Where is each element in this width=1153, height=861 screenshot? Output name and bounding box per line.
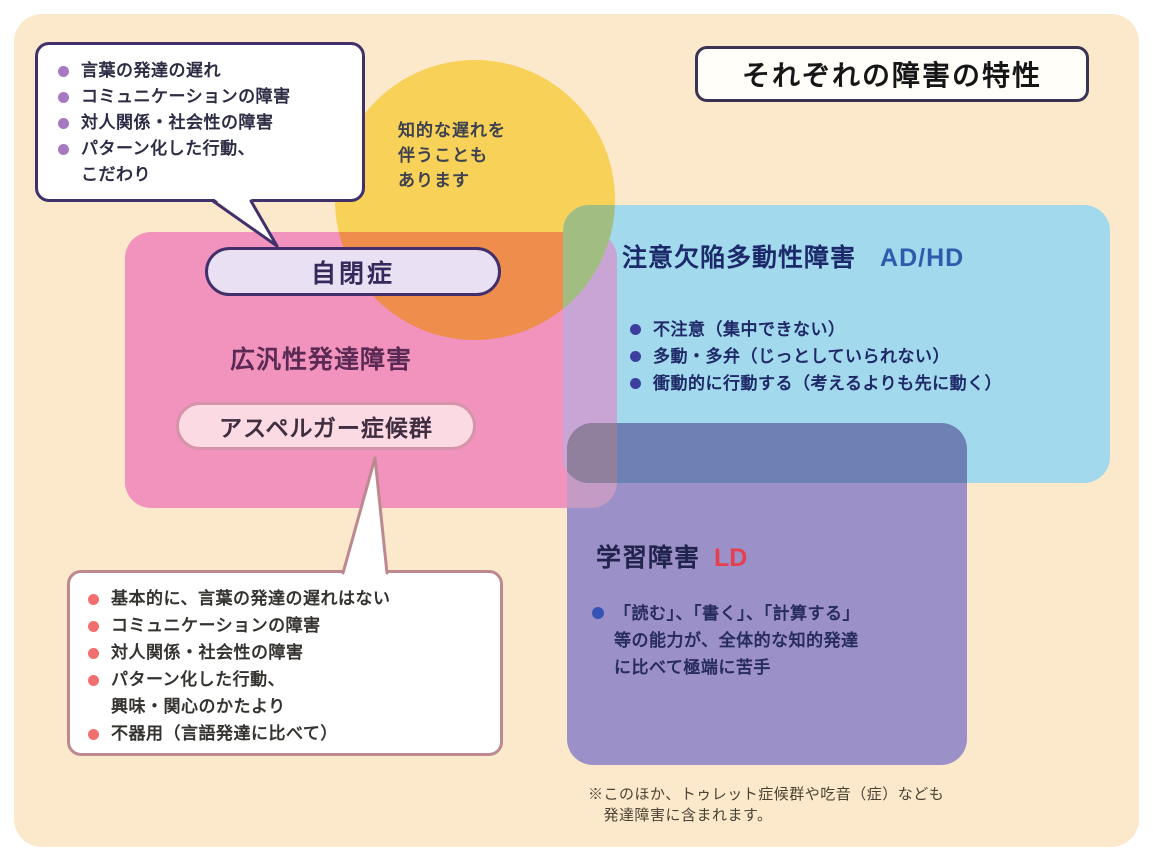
list-item: コミュニケーションの障害 — [48, 84, 352, 110]
autism-pill: 自閉症 — [205, 247, 501, 296]
asperger-characteristics-bubble: 基本的に、言葉の発達の遅れはない コミュニケーションの障害 対人関係・社会性の障… — [67, 570, 503, 756]
bullet-dot-icon — [630, 351, 641, 362]
bullet-dot-icon — [88, 594, 99, 605]
overlap-pdd-adhd-ld — [567, 423, 617, 483]
pdd-region-label: 広汎性発達障害 — [230, 346, 413, 374]
bullet-dot-icon — [58, 144, 69, 155]
bullet-dot-icon — [592, 607, 604, 619]
list-item-text: 多動・多弁（じっとしていられない） — [653, 347, 950, 366]
bullet-dot-icon — [58, 118, 69, 129]
list-item: 「読む」、「書く」、「計算する」 等の能力が、全体的な知的発達 に比べて極端に苦… — [592, 600, 992, 681]
list-item: 不器用（言語発達に比べて） — [78, 720, 492, 747]
list-item-text: 不器用（言語発達に比べて） — [111, 724, 338, 743]
list-item: 不注意（集中できない） — [620, 316, 1002, 343]
adhd-title-en: AD/HD — [880, 244, 965, 272]
bullet-dot-icon — [630, 378, 641, 389]
list-item-text: コミュニケーションの障害 — [111, 616, 321, 635]
intellectual-delay-note: 知的な遅れを 伴うことも あります — [398, 121, 506, 190]
page-title: それぞれの障害の特性 — [695, 46, 1089, 102]
autism-characteristics-bubble: 言葉の発達の遅れ コミュニケーションの障害 対人関係・社会性の障害 パターン化し… — [35, 42, 365, 202]
bullet-dot-icon — [58, 92, 69, 103]
list-item-text: パターン化した行動、 こだわり — [81, 139, 256, 184]
bullet-dot-icon — [58, 66, 69, 77]
bullet-dot-icon — [630, 324, 641, 335]
overlap-adhd-ld — [567, 423, 967, 483]
bullet-dot-icon — [88, 621, 99, 632]
list-item-text: 言葉の発達の遅れ — [81, 61, 221, 80]
list-item-text: 「読む」、「書く」、「計算する」 等の能力が、全体的な知的発達 に比べて極端に苦… — [614, 604, 860, 677]
list-item: 対人関係・社会性の障害 — [48, 110, 352, 136]
list-item-text: 対人関係・社会性の障害 — [111, 643, 304, 662]
adhd-region — [563, 205, 1110, 483]
ld-title-en: LD — [714, 544, 748, 572]
list-item: パターン化した行動、 興味・関心のかたより — [78, 666, 492, 720]
list-item-text: 対人関係・社会性の障害 — [81, 113, 274, 132]
list-item-text: パターン化した行動、 興味・関心のかたより — [111, 670, 286, 716]
list-item: 衝動的に行動する（考えるよりも先に動く） — [620, 370, 1002, 397]
bullet-dot-icon — [88, 675, 99, 686]
bullet-dot-icon — [88, 648, 99, 659]
adhd-symptom-list: 不注意（集中できない） 多動・多弁（じっとしていられない） 衝動的に行動する（考… — [620, 316, 1002, 397]
footnote: ※このほか、トゥレット症候群や吃音（症）なども 発達障害に含まれます。 — [588, 786, 945, 824]
list-item: コミュニケーションの障害 — [78, 612, 492, 639]
adhd-title: 注意欠陥多動性障害 AD/HD — [622, 238, 964, 274]
list-item: 対人関係・社会性の障害 — [78, 639, 492, 666]
list-item-text: コミュニケーションの障害 — [81, 87, 291, 106]
list-item-text: 基本的に、言葉の発達の遅れはない — [111, 589, 391, 608]
ld-title-jp: 学習障害 — [596, 544, 701, 572]
list-item-text: 衝動的に行動する（考えるよりも先に動く） — [653, 374, 1003, 393]
list-item: パターン化した行動、 こだわり — [48, 136, 352, 188]
adhd-title-jp: 注意欠陥多動性障害 — [622, 244, 857, 272]
bullet-dot-icon — [88, 729, 99, 740]
ld-symptom-list: 「読む」、「書く」、「計算する」 等の能力が、全体的な知的発達 に比べて極端に苦… — [592, 600, 992, 681]
ld-title: 学習障害 LD — [596, 538, 747, 574]
asperger-pill: アスペルガー症候群 — [176, 402, 476, 450]
list-item: 多動・多弁（じっとしていられない） — [620, 343, 1002, 370]
list-item-text: 不注意（集中できない） — [653, 320, 846, 339]
list-item: 基本的に、言葉の発達の遅れはない — [78, 585, 492, 612]
list-item: 言葉の発達の遅れ — [48, 58, 352, 84]
